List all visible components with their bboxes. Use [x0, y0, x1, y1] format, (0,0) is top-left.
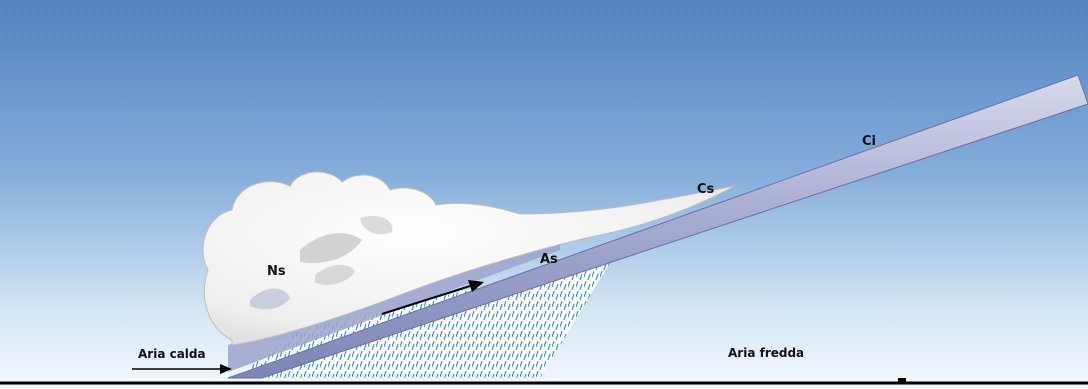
label-ci: Ci — [862, 134, 876, 149]
ground-marker — [898, 378, 906, 383]
label-ns: Ns — [267, 264, 286, 279]
sky-top-band — [0, 0, 1088, 40]
label-as: As — [540, 252, 558, 267]
label-cold-air: Aria fredda — [728, 346, 804, 360]
label-cs: Cs — [697, 182, 715, 197]
label-warm-air: Aria calda — [138, 347, 206, 361]
